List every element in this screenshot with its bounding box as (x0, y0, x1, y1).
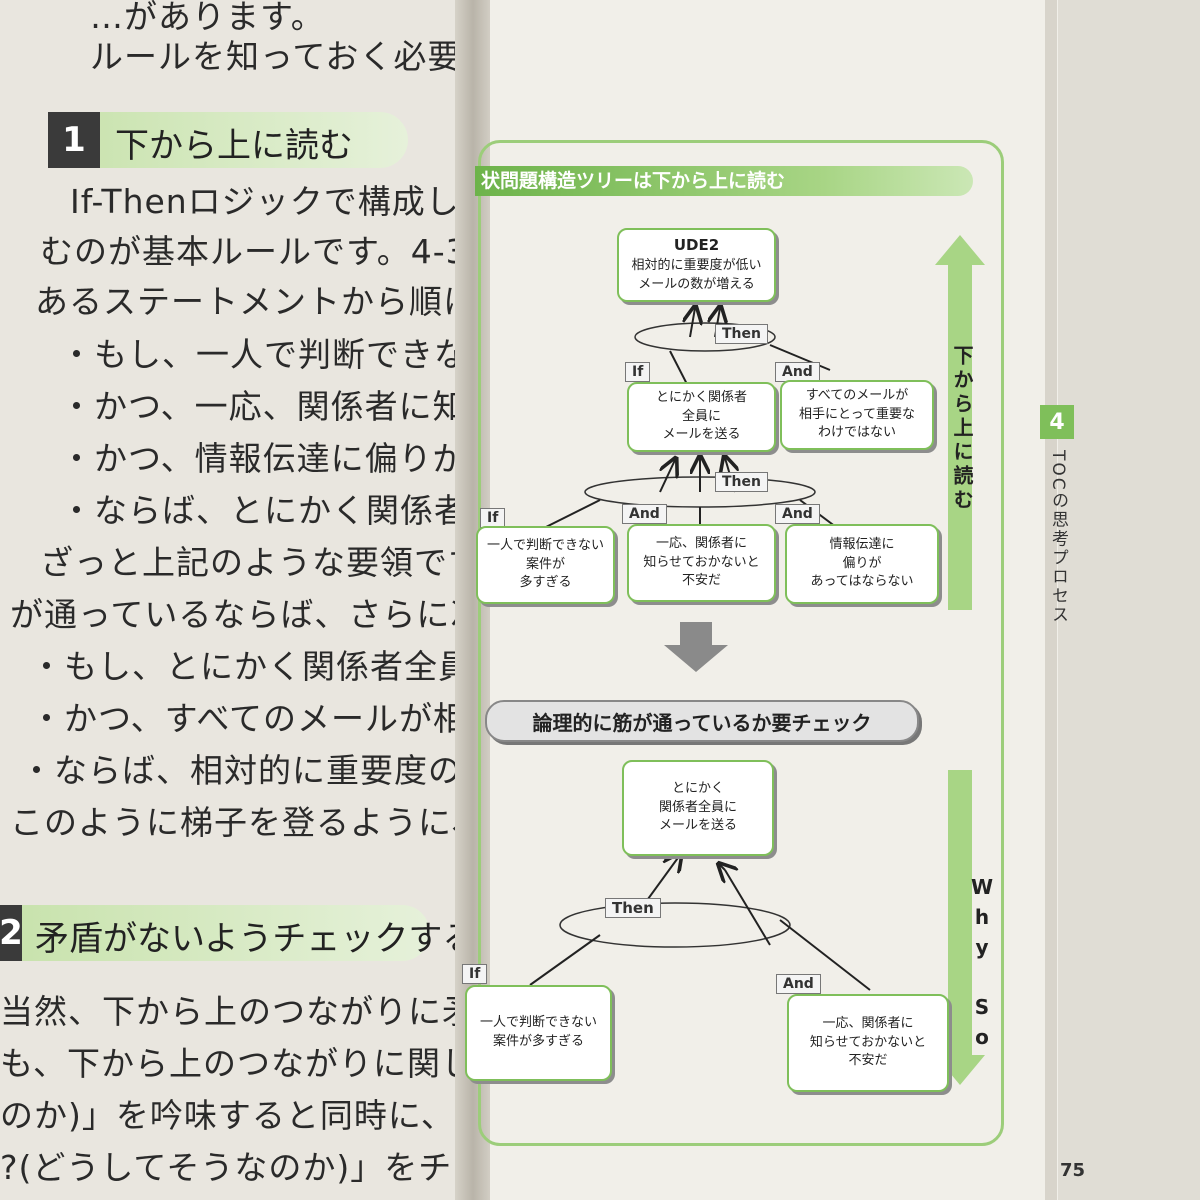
up-label: 下から上に読む (950, 345, 974, 513)
section2-number: 2 (0, 905, 23, 961)
node-no-bias: 情報伝達に 偏りが あってはならない (785, 524, 939, 604)
body-line-3: あるステートメントから順に、次のように (35, 282, 480, 321)
section2-title: 矛盾がないようチェックする (35, 919, 477, 959)
bottom-line-2: も、下から上のつながりに関して「So W (0, 1044, 480, 1083)
bottom-left-line-1: 一人で判断できない (479, 1015, 597, 1031)
not-important-line-1: すべてのメールが (805, 387, 909, 403)
chapter-number: 4 (1040, 405, 1074, 439)
page-number: 75 (1060, 1160, 1086, 1181)
no-bias-line-3: あってはならない (810, 574, 914, 590)
ude2-line-2: メールの数が増える (638, 276, 755, 292)
not-important-line-2: 相手にとって重要な (799, 406, 915, 422)
then-tag-1: Then (715, 324, 768, 344)
ude2-line-1: 相対的に重要度が低い (631, 258, 762, 274)
section2-bar (0, 905, 430, 961)
down-arrow-shape (664, 622, 728, 672)
body-line-2: むのが基本ルールです。4-3節に掲げた (40, 232, 480, 271)
node-send-all: とにかく関係者 全員に メールを送る (627, 382, 776, 452)
send-all-line-1: とにかく関係者 (655, 389, 747, 405)
anxious-line-3: 不安だ (681, 573, 721, 589)
if-tag-2: If (480, 508, 506, 528)
anxious-line-2: 知らせておかないと (643, 554, 760, 570)
send-all-line-2: 全員に (681, 408, 721, 424)
body-line-9: が通っているならば、さらに次へと進 (10, 595, 480, 634)
node-ude2: UDE2 相対的に重要度が低い メールの数が増える (617, 228, 776, 302)
figure-banner: 状問題構造ツリーは下から上に読む (475, 166, 973, 196)
and-tag-1: And (775, 362, 820, 382)
and-tag-bottom: And (776, 974, 821, 994)
no-bias-line-2: 偏りが (842, 555, 882, 571)
page-edge (1045, 0, 1057, 1200)
node-bottom-right: 一応、関係者に 知らせておかないと 不安だ (787, 994, 949, 1092)
node-not-important: すべてのメールが 相手にとって重要な わけではない (780, 380, 934, 450)
no-bias-line-1: 情報伝達に (829, 536, 895, 552)
top-line-1: …があります。 (90, 0, 325, 36)
not-important-line-3: わけではない (817, 425, 896, 441)
too-many-line-3: 多すぎる (519, 575, 572, 591)
anxious-line-1: 一応、関係者に (655, 535, 747, 551)
bottom-right-line-1: 一応、関係者に (822, 1015, 914, 1031)
bottom-top-line-3: メールを送る (658, 818, 737, 834)
node-bottom-top: とにかく 関係者全員に メールを送る (622, 760, 774, 856)
bottom-top-line-2: 関係者全員に (658, 799, 737, 815)
chapter-title: TOCの思考プロセス (1048, 450, 1068, 625)
too-many-line-1: 一人で判断できない (486, 537, 604, 553)
check-label: 論理的に筋が通っているか要チェック (485, 700, 919, 742)
then-tag-2: Then (715, 472, 768, 492)
if-tag-bottom: If (462, 964, 488, 984)
if-tag-1: If (625, 362, 651, 382)
bottom-left-line-2: 案件が多すぎる (492, 1034, 584, 1049)
too-many-line-2: 案件が (525, 556, 565, 572)
node-too-many-cases: 一人で判断できない 案件が 多すぎる (476, 526, 615, 604)
left-page: …があります。 ルールを知っておく必要があります。 1 下から上に読む If-T… (0, 0, 480, 1200)
down-label: Why So (970, 875, 994, 1055)
bottom-line-4: ?(どうしてそうなのか)」をチェックす (0, 1148, 480, 1187)
ude2-title: UDE2 (673, 236, 720, 255)
node-anxious: 一応、関係者に 知らせておかないと 不安だ (627, 524, 776, 602)
figure-frame (478, 140, 1004, 1146)
body-line-13: このように梯子を登るように、順次上へ (10, 803, 480, 842)
bottom-right-line-3: 不安だ (848, 1053, 888, 1069)
then-tag-bottom: Then (605, 898, 661, 918)
bottom-right-line-2: 知らせておかないと (809, 1034, 927, 1050)
bottom-line-1: 当然、下から上のつながりに矛盾があっ (0, 992, 480, 1031)
bottom-line-3: のか)」を吟味すると同時に、上から下 (0, 1096, 480, 1135)
section1-number: 1 (48, 112, 100, 168)
section1-title: 下から上に読む (115, 126, 353, 166)
node-bottom-left: 一人で判断できない 案件が多すぎる (465, 985, 612, 1081)
body-line-12: ・ならば、相対的に重要度の低いメー (20, 751, 480, 790)
and-tag-2: And (622, 504, 667, 524)
body-line-8: ざっと上記のような要領です。声を出 (40, 543, 480, 582)
bottom-top-line-1: とにかく (671, 780, 724, 796)
page-margin (1058, 0, 1200, 1200)
body-line-1: If-Thenロジックで構成した現状問題構 (70, 182, 480, 221)
and-tag-3: And (775, 504, 820, 524)
send-all-line-3: メールを送る (662, 427, 741, 443)
section1-bar (48, 112, 408, 168)
top-line-2: ルールを知っておく必要があります。 (90, 37, 480, 76)
